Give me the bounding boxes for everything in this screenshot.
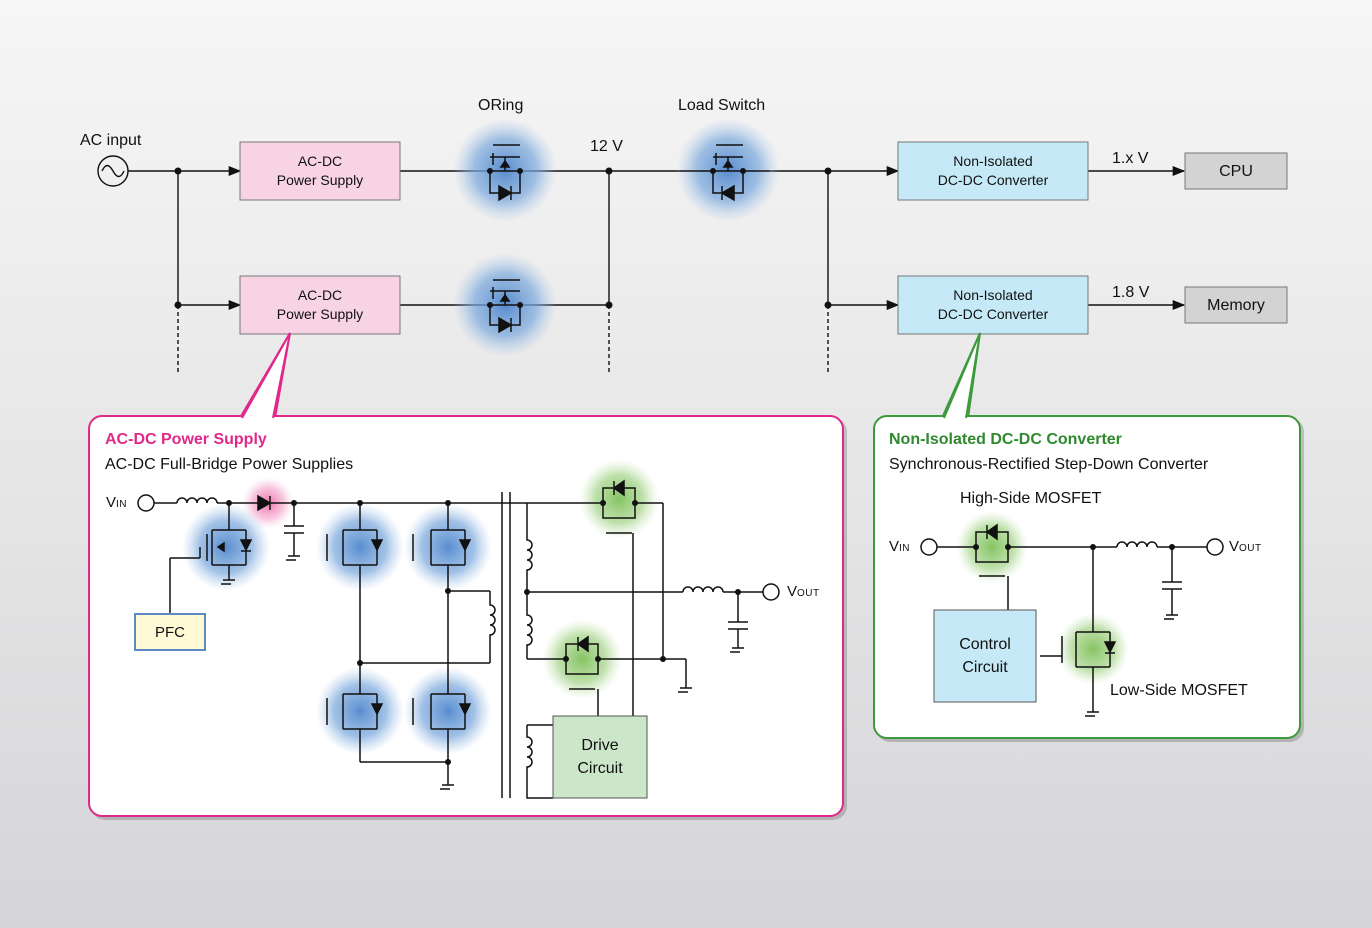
acdc-vin-sub: IN [116,499,128,510]
top-block-diagram [97,155,1186,375]
converter-bottom-label: Non-Isolated DC-DC Converter [898,276,1088,334]
converter-block-top [897,141,1089,201]
dcdc-circuit [920,523,1224,717]
acdc-junctions [226,500,741,765]
control-circuit-block [933,609,1037,703]
acdc-vin-label: VIN [106,494,127,511]
drive-circuit-block [552,715,648,799]
rail-voltage-label: 12 V [590,138,623,155]
dcdc-vout-sub: OUT [1239,543,1262,554]
acdc-panel-title: AC-DC Power Supply [105,431,267,448]
oring-label: ORing [478,97,524,114]
psu-bottom-label: AC-DC Power Supply [240,276,400,334]
memory-block [1184,286,1288,324]
drive-circuit-label: Drive Circuit [553,716,647,798]
dcdc-vin-main: V [889,538,900,555]
dcdc-panel-title: Non-Isolated DC-DC Converter [889,431,1122,448]
psu-block-bottom [239,275,401,335]
converter-block-bottom [897,275,1089,335]
load-switch-label: Load Switch [678,97,766,114]
control-line1: Control [959,636,1011,653]
oring-mosfet-bottom-icon [488,279,522,334]
cpu-voltage-label: 1.x V [1112,150,1149,167]
low-side-label: Low-Side MOSFET [1110,682,1248,699]
acdc-vout-main: V [787,583,798,600]
junction-dots [174,167,832,309]
load-switch-mosfet-icon [680,144,770,202]
high-side-label: High-Side MOSFET [960,490,1102,507]
cpu-block [1184,152,1288,190]
acdc-vout-sub: OUT [797,588,820,599]
control-circuit-label: Control Circuit [934,610,1036,702]
drive-line2: Circuit [577,760,623,777]
converter-bottom-line2: DC-DC Converter [937,306,1049,322]
psu-top-line1: AC-DC [297,153,343,169]
pfc-block [134,613,206,651]
pfc-label: PFC [155,623,185,641]
acdc-panel-subtitle: AC-DC Full-Bridge Power Supplies [105,456,354,473]
drive-line1: Drive [581,737,619,754]
dcdc-vout-main: V [1229,538,1240,555]
dcdc-vin-sub: IN [899,543,911,554]
mem-voltage-label: 1.8 V [1112,284,1150,301]
converter-bottom-line1: Non-Isolated [953,287,1033,303]
acdc-circuit [137,479,780,799]
memory-label: Memory [1207,296,1265,314]
psu-bottom-line1: AC-DC [297,287,343,303]
ac-input-label: AC input [80,132,142,149]
psu-block-top [239,141,401,201]
acdc-vin-main: V [106,494,117,511]
cpu-label: CPU [1219,162,1253,180]
oring-mosfet-top-icon [488,144,522,202]
psu-top-label: AC-DC Power Supply [240,142,400,200]
converter-top-line1: Non-Isolated [953,153,1033,169]
acdc-vout-label: VOUT [787,583,820,600]
psu-top-line2: Power Supply [276,172,364,188]
dcdc-vin-label: VIN [889,538,910,555]
dcdc-panel-subtitle: Synchronous-Rectified Step-Down Converte… [889,456,1209,473]
converter-top-line2: DC-DC Converter [937,172,1049,188]
psu-bottom-line2: Power Supply [276,306,364,322]
dcdc-vout-label: VOUT [1229,538,1262,555]
control-line2: Circuit [962,659,1008,676]
converter-top-label: Non-Isolated DC-DC Converter [898,142,1088,200]
